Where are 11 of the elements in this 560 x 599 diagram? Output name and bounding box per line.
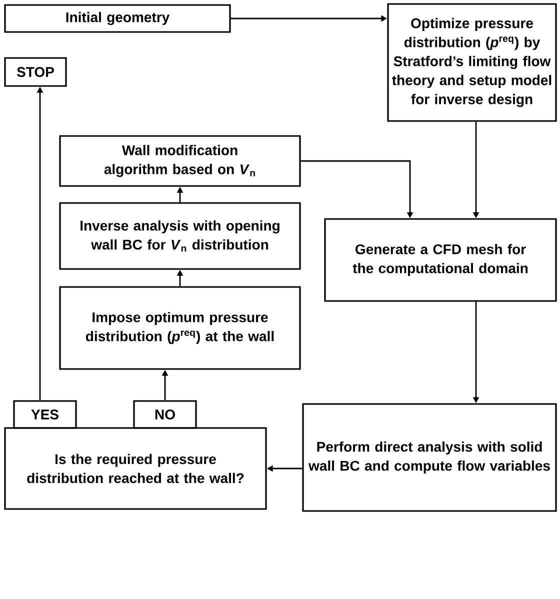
process-box: Initial geometry — [4, 4, 231, 33]
process-box: Impose optimum pressure distribution (p$^{req}$) at the wall — [59, 286, 301, 370]
terminal-box: STOP — [4, 57, 67, 87]
answer-box: NO — [133, 400, 197, 429]
process-box: Generate a CFD mesh for the computational domain — [324, 218, 557, 302]
process-box: Inverse analysis with opening wall BC for V$_{n}$ distribution — [59, 202, 301, 270]
process-box: Wall modification algorithm based on V$_{n}$ — [59, 135, 301, 187]
process-box: Optimize pressure distribution (p$^{req}$) by Stratford’s limiting flow theory and setup model for inverse design — [387, 3, 557, 122]
answer-box: YES — [13, 400, 77, 429]
process-box: Perform direct analysis with solid wall BC and compute flow variables — [302, 403, 557, 512]
decision-box: Is the required pressure distribution reached at the wall? — [4, 427, 267, 510]
